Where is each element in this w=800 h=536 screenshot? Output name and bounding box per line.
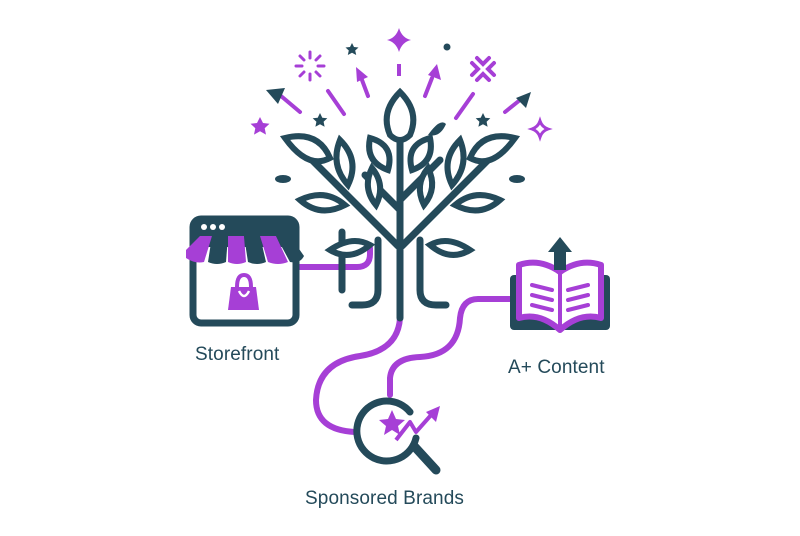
tree-small-leaves — [275, 122, 525, 183]
star-icon — [379, 410, 405, 435]
decorations — [250, 28, 553, 142]
tree-leaves — [279, 87, 521, 258]
flower-burst-icon — [470, 56, 496, 82]
dash-icon — [326, 89, 346, 116]
up-arrow-icon — [266, 88, 302, 114]
star-icon — [345, 43, 359, 55]
dot-icon — [443, 43, 451, 51]
up-arrow-icon — [423, 64, 441, 98]
upload-arrow-icon — [548, 237, 572, 270]
four-point-star-outline-icon — [527, 116, 553, 142]
connector-aplus — [387, 296, 513, 398]
trend-arrow-icon — [394, 412, 434, 442]
star-icon — [475, 113, 491, 127]
dash-icon — [397, 64, 401, 76]
storefront-icon — [186, 215, 304, 327]
magnifier-star-trend-icon — [353, 397, 441, 475]
open-book-upload-icon — [510, 237, 610, 333]
star-icon — [250, 117, 270, 135]
node-label-sponsored-brands: Sponsored Brands — [305, 488, 464, 509]
node-label-aplus-content: A+ Content — [508, 357, 605, 378]
star-icon — [312, 113, 328, 127]
sparkle-burst-icon — [294, 50, 326, 82]
connector-lines — [297, 245, 513, 435]
connector-storefront — [297, 245, 373, 270]
up-arrow-icon — [356, 67, 370, 98]
up-arrow-icon — [503, 92, 531, 114]
dash-icon — [454, 92, 475, 120]
node-label-storefront: Storefront — [195, 344, 280, 365]
four-point-star-icon — [387, 28, 411, 52]
growth-tree-icon — [306, 121, 494, 322]
connector-sponsored — [313, 315, 403, 435]
shopping-bag-icon — [228, 287, 259, 310]
